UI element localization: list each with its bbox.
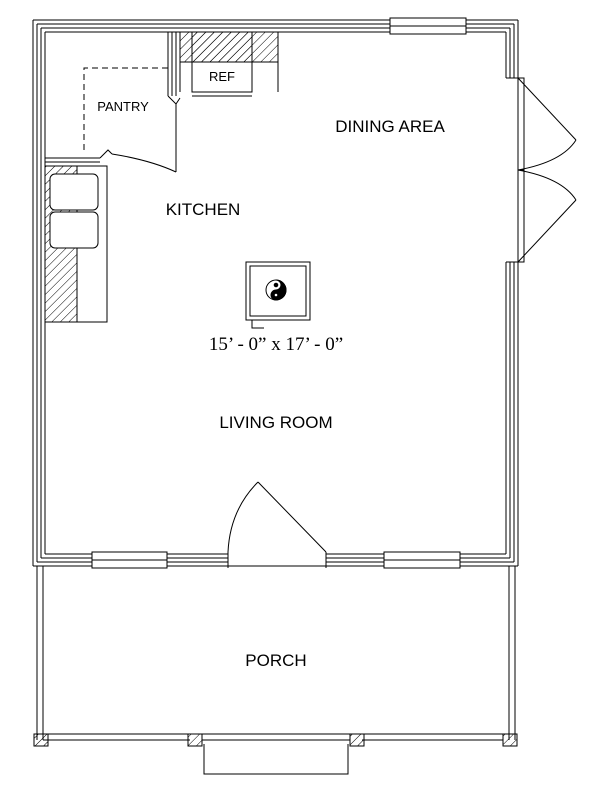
sink-basin-top (49, 173, 99, 211)
sink-basin-bottom (49, 211, 99, 249)
dining-double-door (506, 77, 577, 263)
porch-posts (33, 733, 518, 747)
room-label-ref: REF (209, 69, 235, 84)
living-room-entry-door (227, 481, 327, 568)
kitchen-counter (44, 165, 108, 323)
porch (36, 566, 516, 775)
room-label-living-room: LIVING ROOM (219, 413, 332, 432)
exterior-walls (32, 19, 519, 567)
bottom-right-window (383, 551, 461, 569)
room-label-pantry: PANTRY (97, 99, 149, 114)
refrigerator: REF (179, 31, 279, 97)
bottom-left-window (91, 551, 168, 569)
stove (245, 261, 311, 329)
top-window (389, 17, 467, 35)
room-label-porch: PORCH (245, 651, 306, 670)
room-label-dining-area: DINING AREA (335, 117, 445, 136)
dimension-label: 15’ - 0” x 17’ - 0” (209, 334, 343, 355)
room-label-kitchen: KITCHEN (166, 200, 241, 219)
